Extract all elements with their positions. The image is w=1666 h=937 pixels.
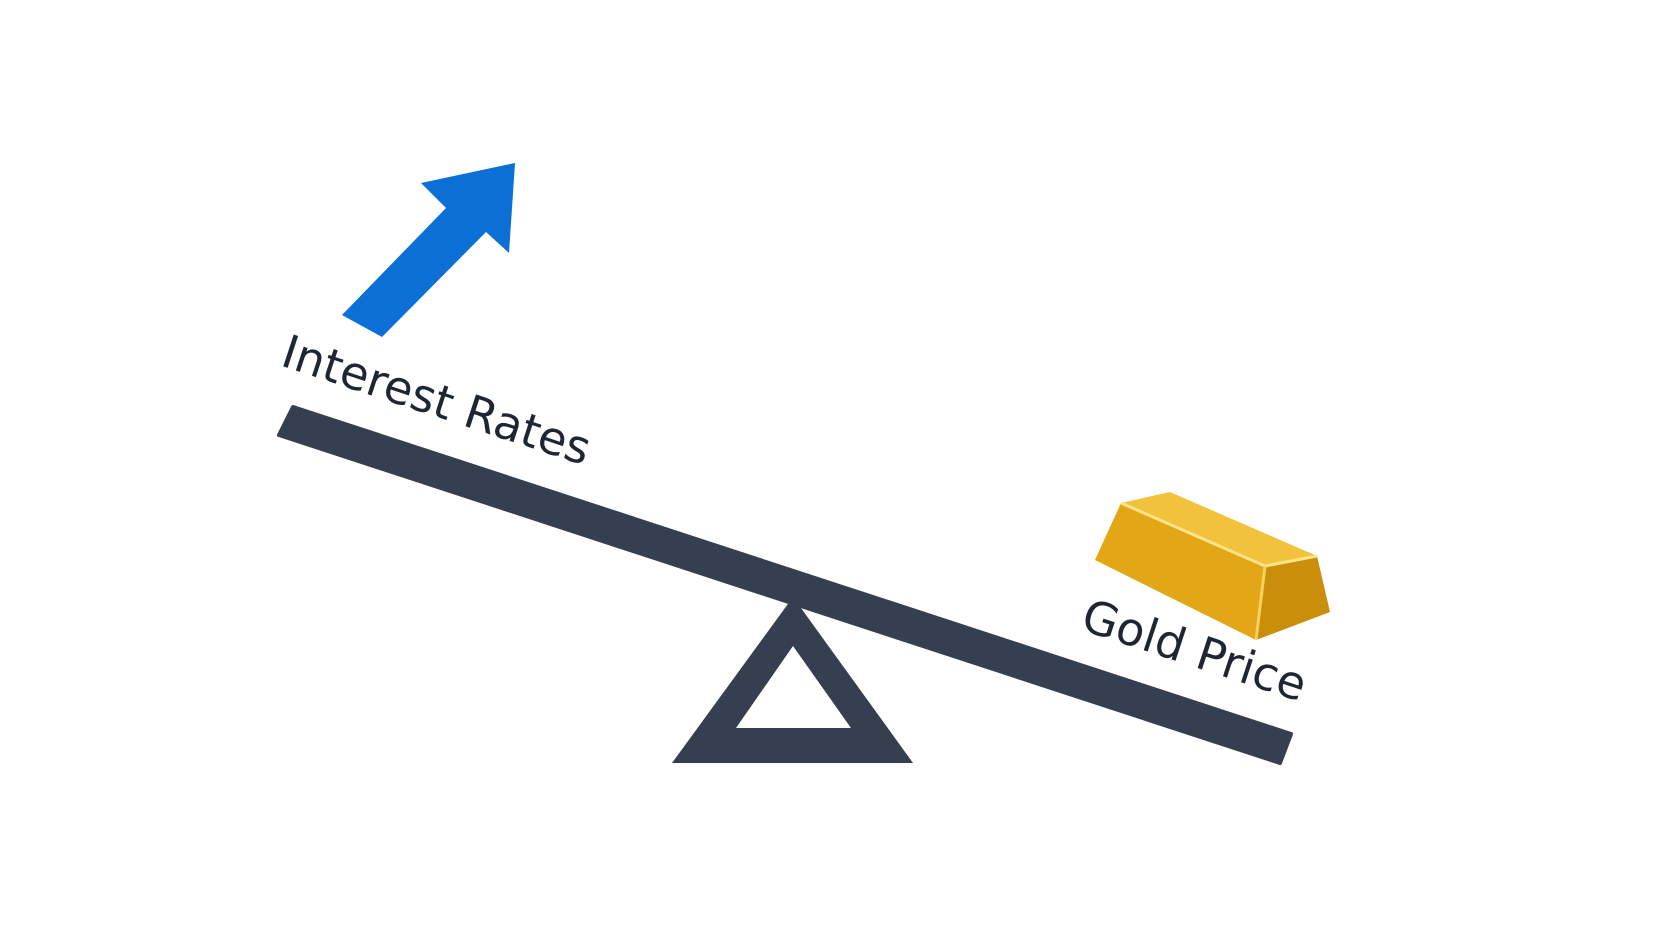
gold-bar-icon [1095, 492, 1330, 641]
fulcrum-triangle-icon [672, 597, 913, 763]
seesaw-beam [277, 405, 1293, 765]
up-arrow-icon [342, 163, 515, 337]
